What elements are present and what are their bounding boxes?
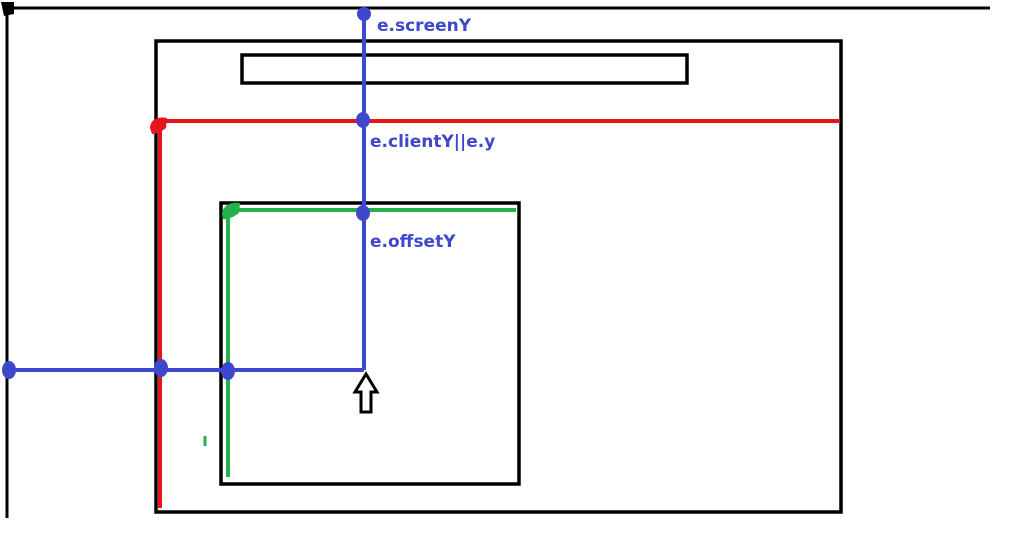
client-y-dot [356,112,370,128]
offset-x-dot [221,362,235,380]
browser-window [154,39,843,514]
screen-x-dot [2,361,16,379]
client-y-label: e.clientY||e.y [370,132,495,152]
screen-origin-dot [1,2,14,16]
target-element [219,201,521,486]
offset-y-dot [356,205,370,221]
viewport-origin-dot [150,117,167,134]
client-x-dot [154,359,168,377]
up-arrow-icon [352,371,380,414]
address-bar [240,53,689,85]
offset-y-label: e.offsetY [370,232,456,252]
element-origin-dot [222,202,240,220]
screen-y-label: e.screenY [377,16,472,36]
screen-y-dot [357,7,371,21]
